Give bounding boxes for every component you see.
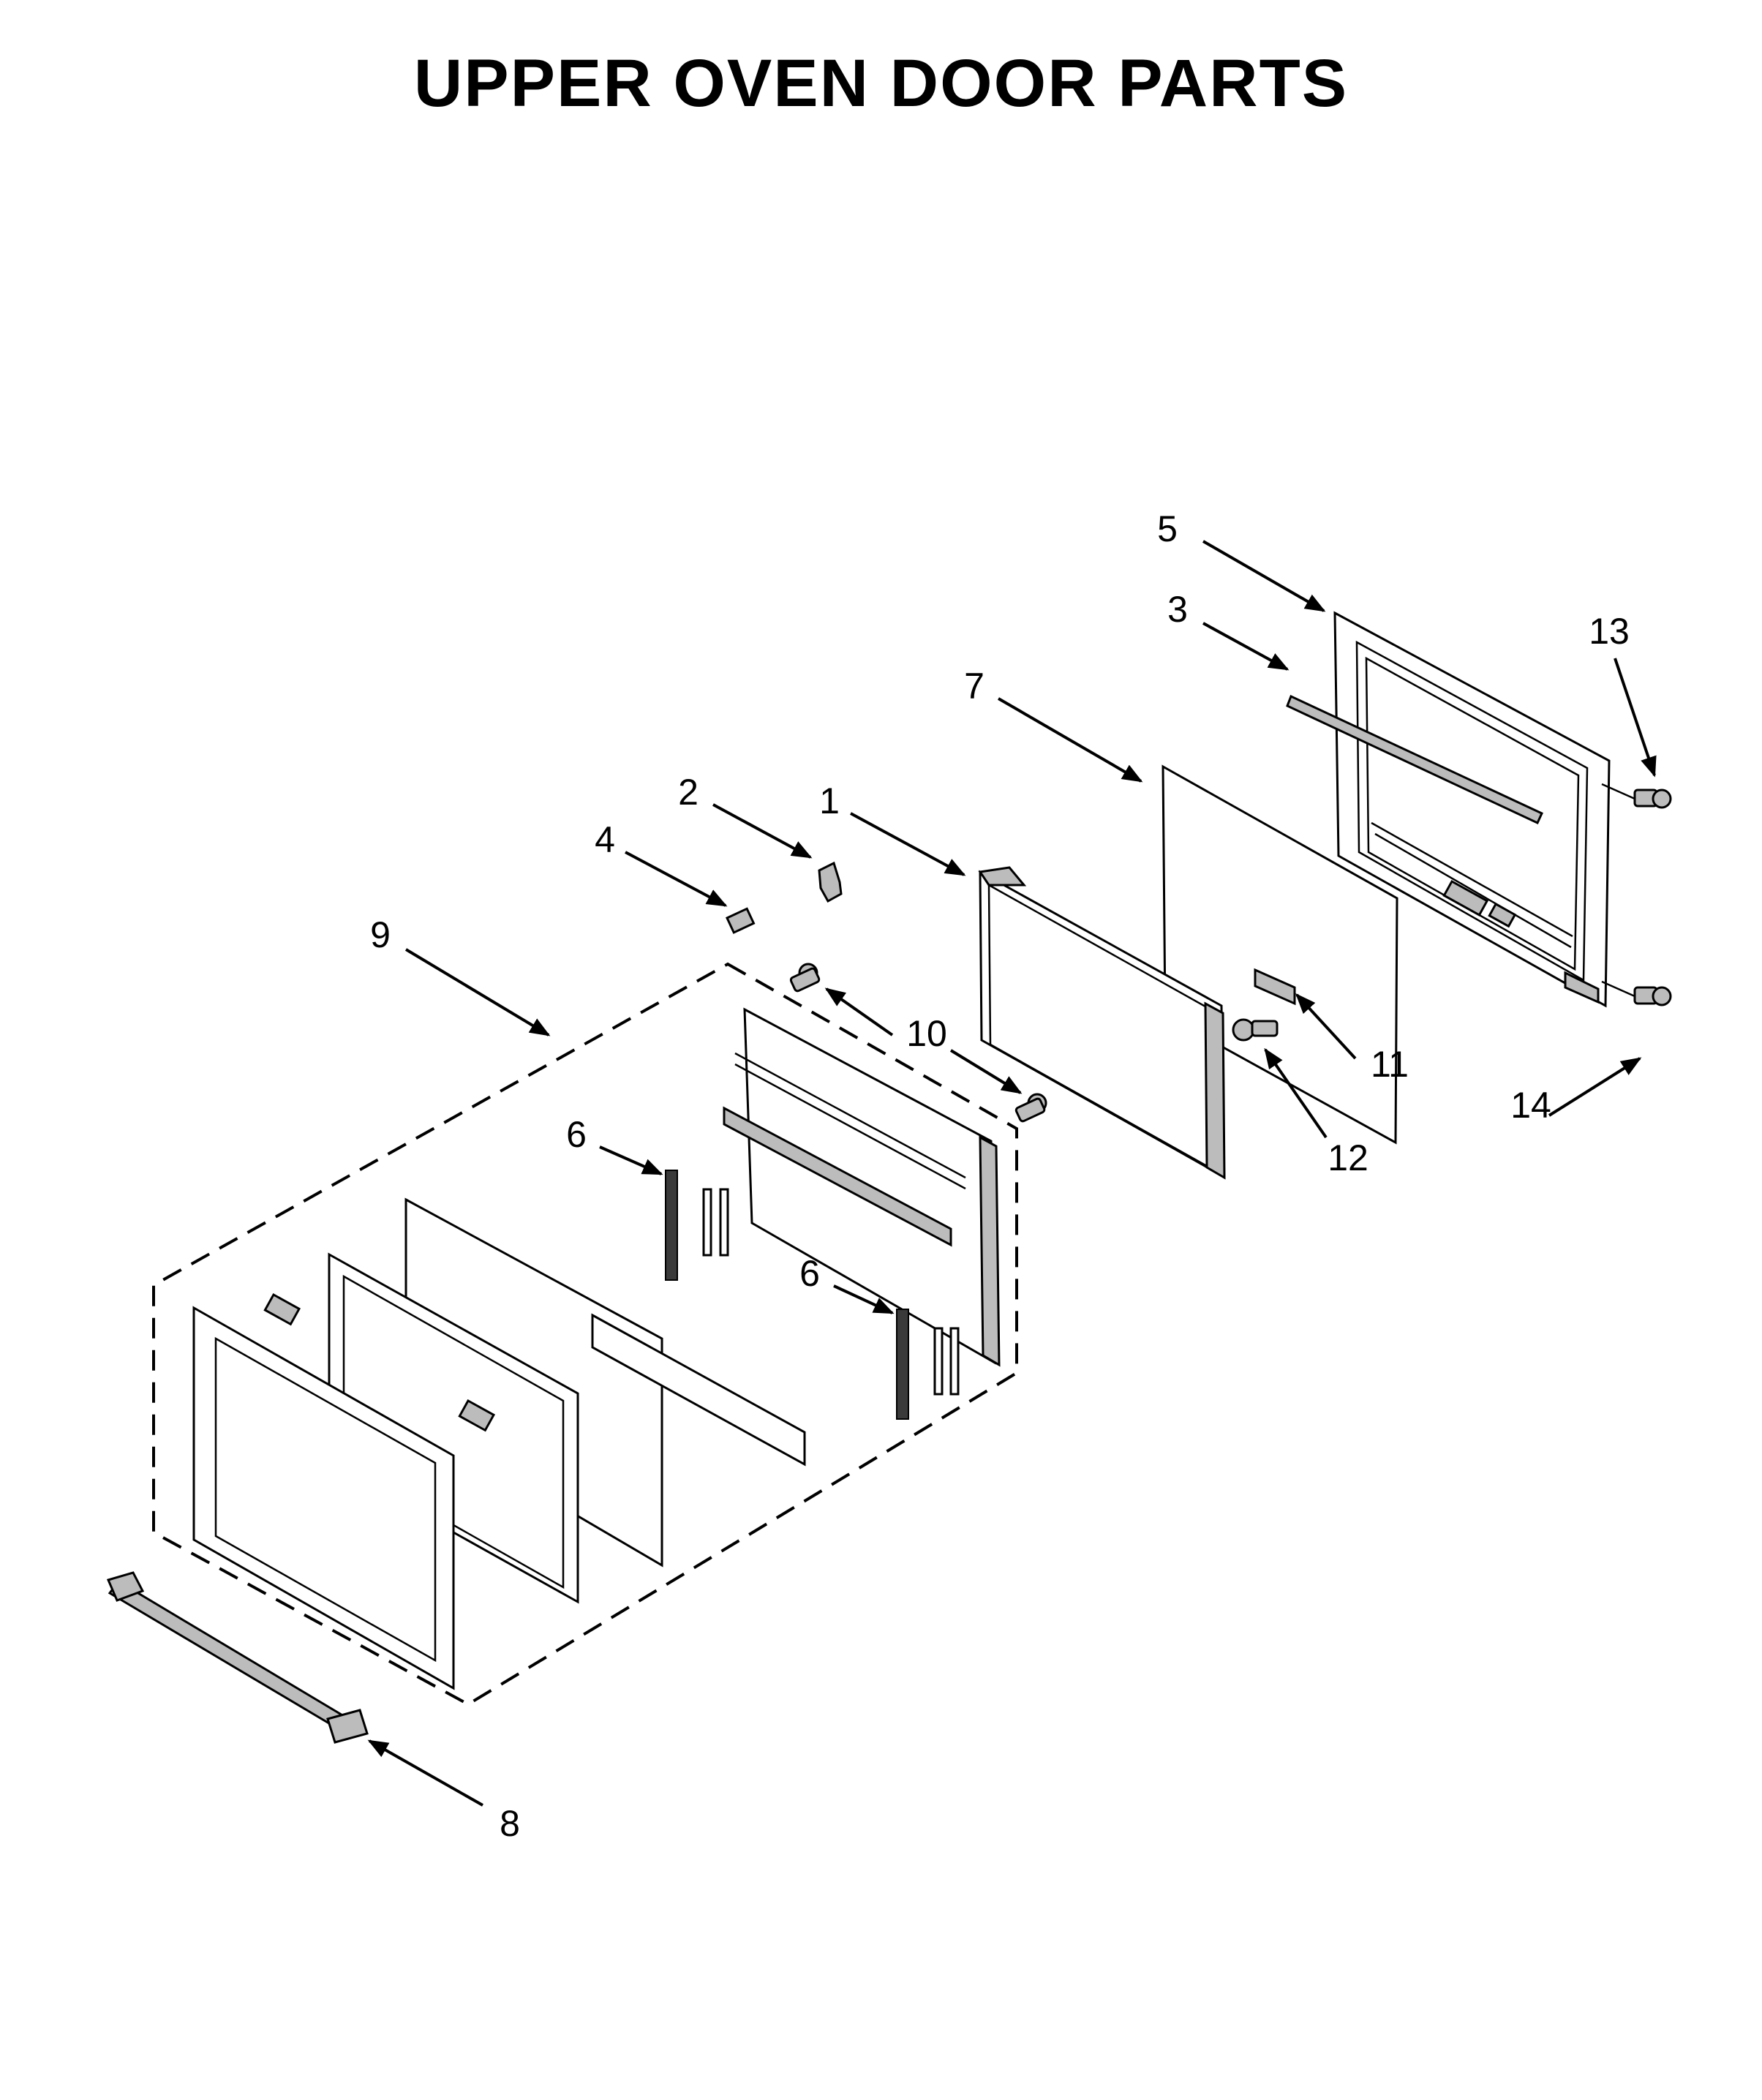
callout-14: 14: [1510, 1085, 1551, 1126]
callout-1: 1: [819, 780, 840, 821]
part-11-screw-lower[interactable]: [1014, 1093, 1047, 1123]
part-4-switch[interactable]: [726, 907, 756, 934]
part-6-hinge-lower[interactable]: [896, 1309, 960, 1420]
callout-3: 3: [1167, 589, 1188, 630]
part-9-glass-panel[interactable]: [1162, 764, 1398, 1145]
callout-7: 9: [370, 914, 391, 955]
callout-6-upper: 6: [566, 1114, 587, 1155]
callout-4: 4: [595, 819, 615, 860]
callout-5: 5: [1157, 508, 1178, 549]
inner-door-liner: [723, 1007, 1001, 1367]
part-2-clip[interactable]: [818, 861, 843, 903]
part-1-door-frame[interactable]: [978, 866, 1226, 1180]
callout-8: 8: [500, 1803, 520, 1844]
leader-lines: [367, 540, 1657, 1807]
assembly-7-outline: [152, 962, 1018, 1706]
callout-11: 10: [906, 1013, 947, 1054]
part-11-screw-upper[interactable]: [789, 963, 821, 993]
part-8-door-handle[interactable]: [106, 1571, 369, 1744]
part-5-inner-door-frame[interactable]: [1333, 611, 1611, 1008]
callout-labels: 5 3 13 7 2 1 4 9 10 6 6 11 12 14 8: [370, 508, 1630, 1844]
heat-shield-strip: [591, 1313, 806, 1467]
callout-12: 12: [1328, 1137, 1368, 1178]
part-6-hinge-upper[interactable]: [665, 1170, 729, 1281]
page-title: UPPER OVEN DOOR PARTS: [413, 46, 1349, 121]
callout-13: 13: [1589, 611, 1630, 652]
callout-9: 7: [964, 666, 984, 707]
part-3-gasket-bar[interactable]: [1286, 694, 1543, 824]
part-10-bracket[interactable]: [1254, 968, 1296, 1006]
callout-6-lower: 6: [799, 1253, 820, 1294]
outer-door-panel: [192, 1306, 455, 1690]
part-12-screw[interactable]: [1232, 1018, 1279, 1042]
part-13-screw[interactable]: [1601, 783, 1672, 809]
part-14-screw[interactable]: [1601, 980, 1672, 1006]
callout-2: 2: [678, 772, 699, 813]
callout-10: 11: [1371, 1044, 1409, 1085]
